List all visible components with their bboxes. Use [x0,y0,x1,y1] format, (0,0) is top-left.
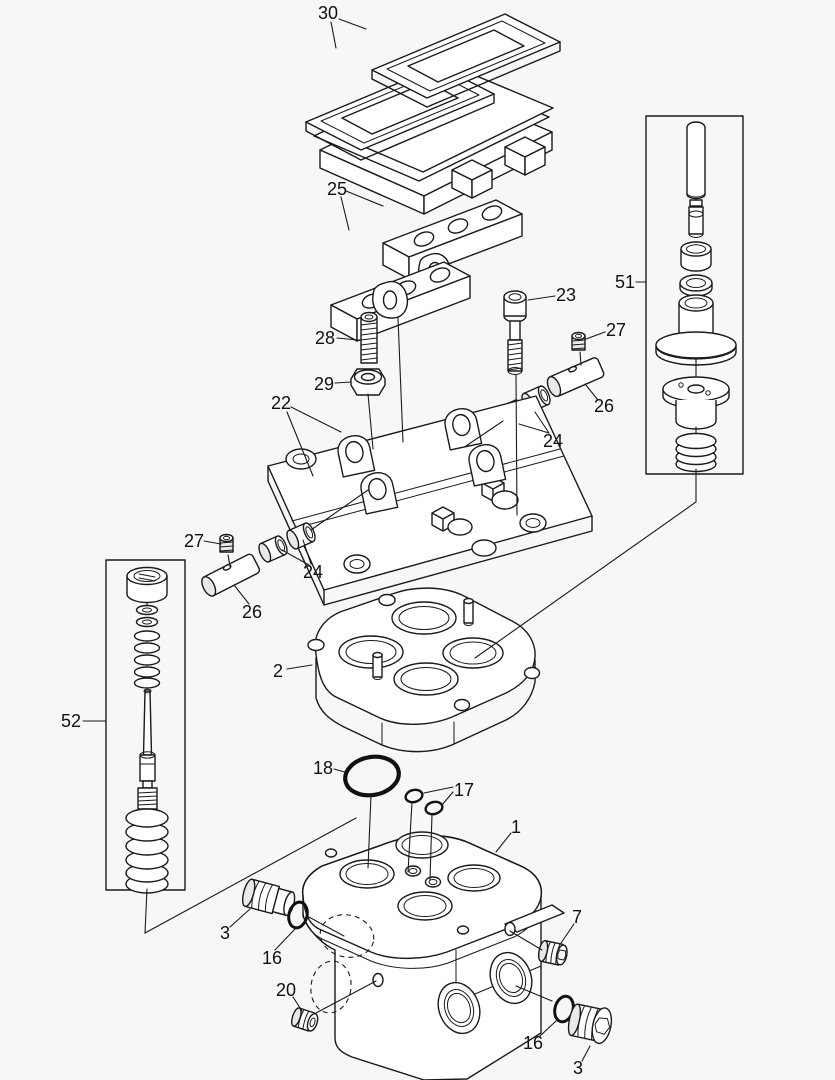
callout-16-left: 16 [262,948,282,968]
dowel-pin [372,597,474,680]
callout-2: 2 [273,661,283,681]
callout-1: 1 [511,817,521,837]
callout-3-right: 3 [573,1058,583,1078]
callout-20: 20 [276,980,296,1000]
part-24-bushings-left [258,522,316,563]
cup-bushing [680,241,712,272]
callout-18: 18 [313,758,333,778]
flanged-guide [655,294,737,366]
part-29-nut [350,368,386,396]
part-7-plug [537,939,568,966]
part-17-orings [404,788,444,816]
callout-51: 51 [615,272,635,292]
slotted-plate [371,13,561,108]
callout-27-right: 27 [606,320,626,340]
piston-disc [662,376,730,430]
mount-foot [504,136,546,176]
callout-22: 22 [271,393,291,413]
callout-16-right: 16 [523,1033,543,1053]
part-28-bolt [360,311,378,364]
push-rod [686,121,706,238]
part-27-set-screw-left [219,533,234,553]
cap [126,566,168,604]
part-20-plug [291,1007,319,1032]
support-lug [337,435,376,478]
callout-26-right: 26 [594,396,614,416]
detail-box-52 [105,559,186,894]
support-lug [468,444,507,487]
part-23-bolt [503,290,527,375]
part-26-pin-left [201,553,261,597]
support-lug [360,472,399,515]
callout-26-left: 26 [242,602,262,622]
callout-3-left: 3 [220,923,230,943]
seal-ring [679,274,713,297]
leader-lines [82,18,697,1062]
part-26-pin-right [546,357,605,398]
small-spring [133,630,161,689]
part-16-oring-left [287,900,309,930]
callout-7: 7 [572,907,582,927]
part-22-bracket-plate [267,395,593,606]
callout-labels: 30 25 23 28 29 27 26 24 22 51 27 24 26 5… [61,3,635,1078]
part-2-adapter-housing [307,587,541,753]
callout-25: 25 [327,179,347,199]
callout-28: 28 [315,328,335,348]
callout-17: 17 [454,780,474,800]
mount-foot [451,159,493,199]
callout-30: 30 [318,3,338,23]
detail-box-51 [645,115,744,475]
rocker-ear [372,280,409,319]
support-lug [444,408,483,451]
part-1-valve-body [301,831,565,1080]
callout-52: 52 [61,711,81,731]
callout-24-left: 24 [303,562,323,582]
part-25-clamp-bars [330,199,523,342]
callout-24-right: 24 [543,431,563,451]
spool-rod [137,688,158,810]
callout-27-left: 27 [184,531,204,551]
big-spring [125,808,169,894]
part-30-cover-plate-stack [305,13,561,215]
threaded-port [437,951,533,1035]
part-27-set-screw-right [571,331,586,351]
coil-spring [675,432,717,473]
part-3-plug-right [567,1003,613,1045]
callout-23: 23 [556,285,576,305]
callout-29: 29 [314,374,334,394]
washer [135,604,159,628]
part-18-oring [343,754,401,798]
